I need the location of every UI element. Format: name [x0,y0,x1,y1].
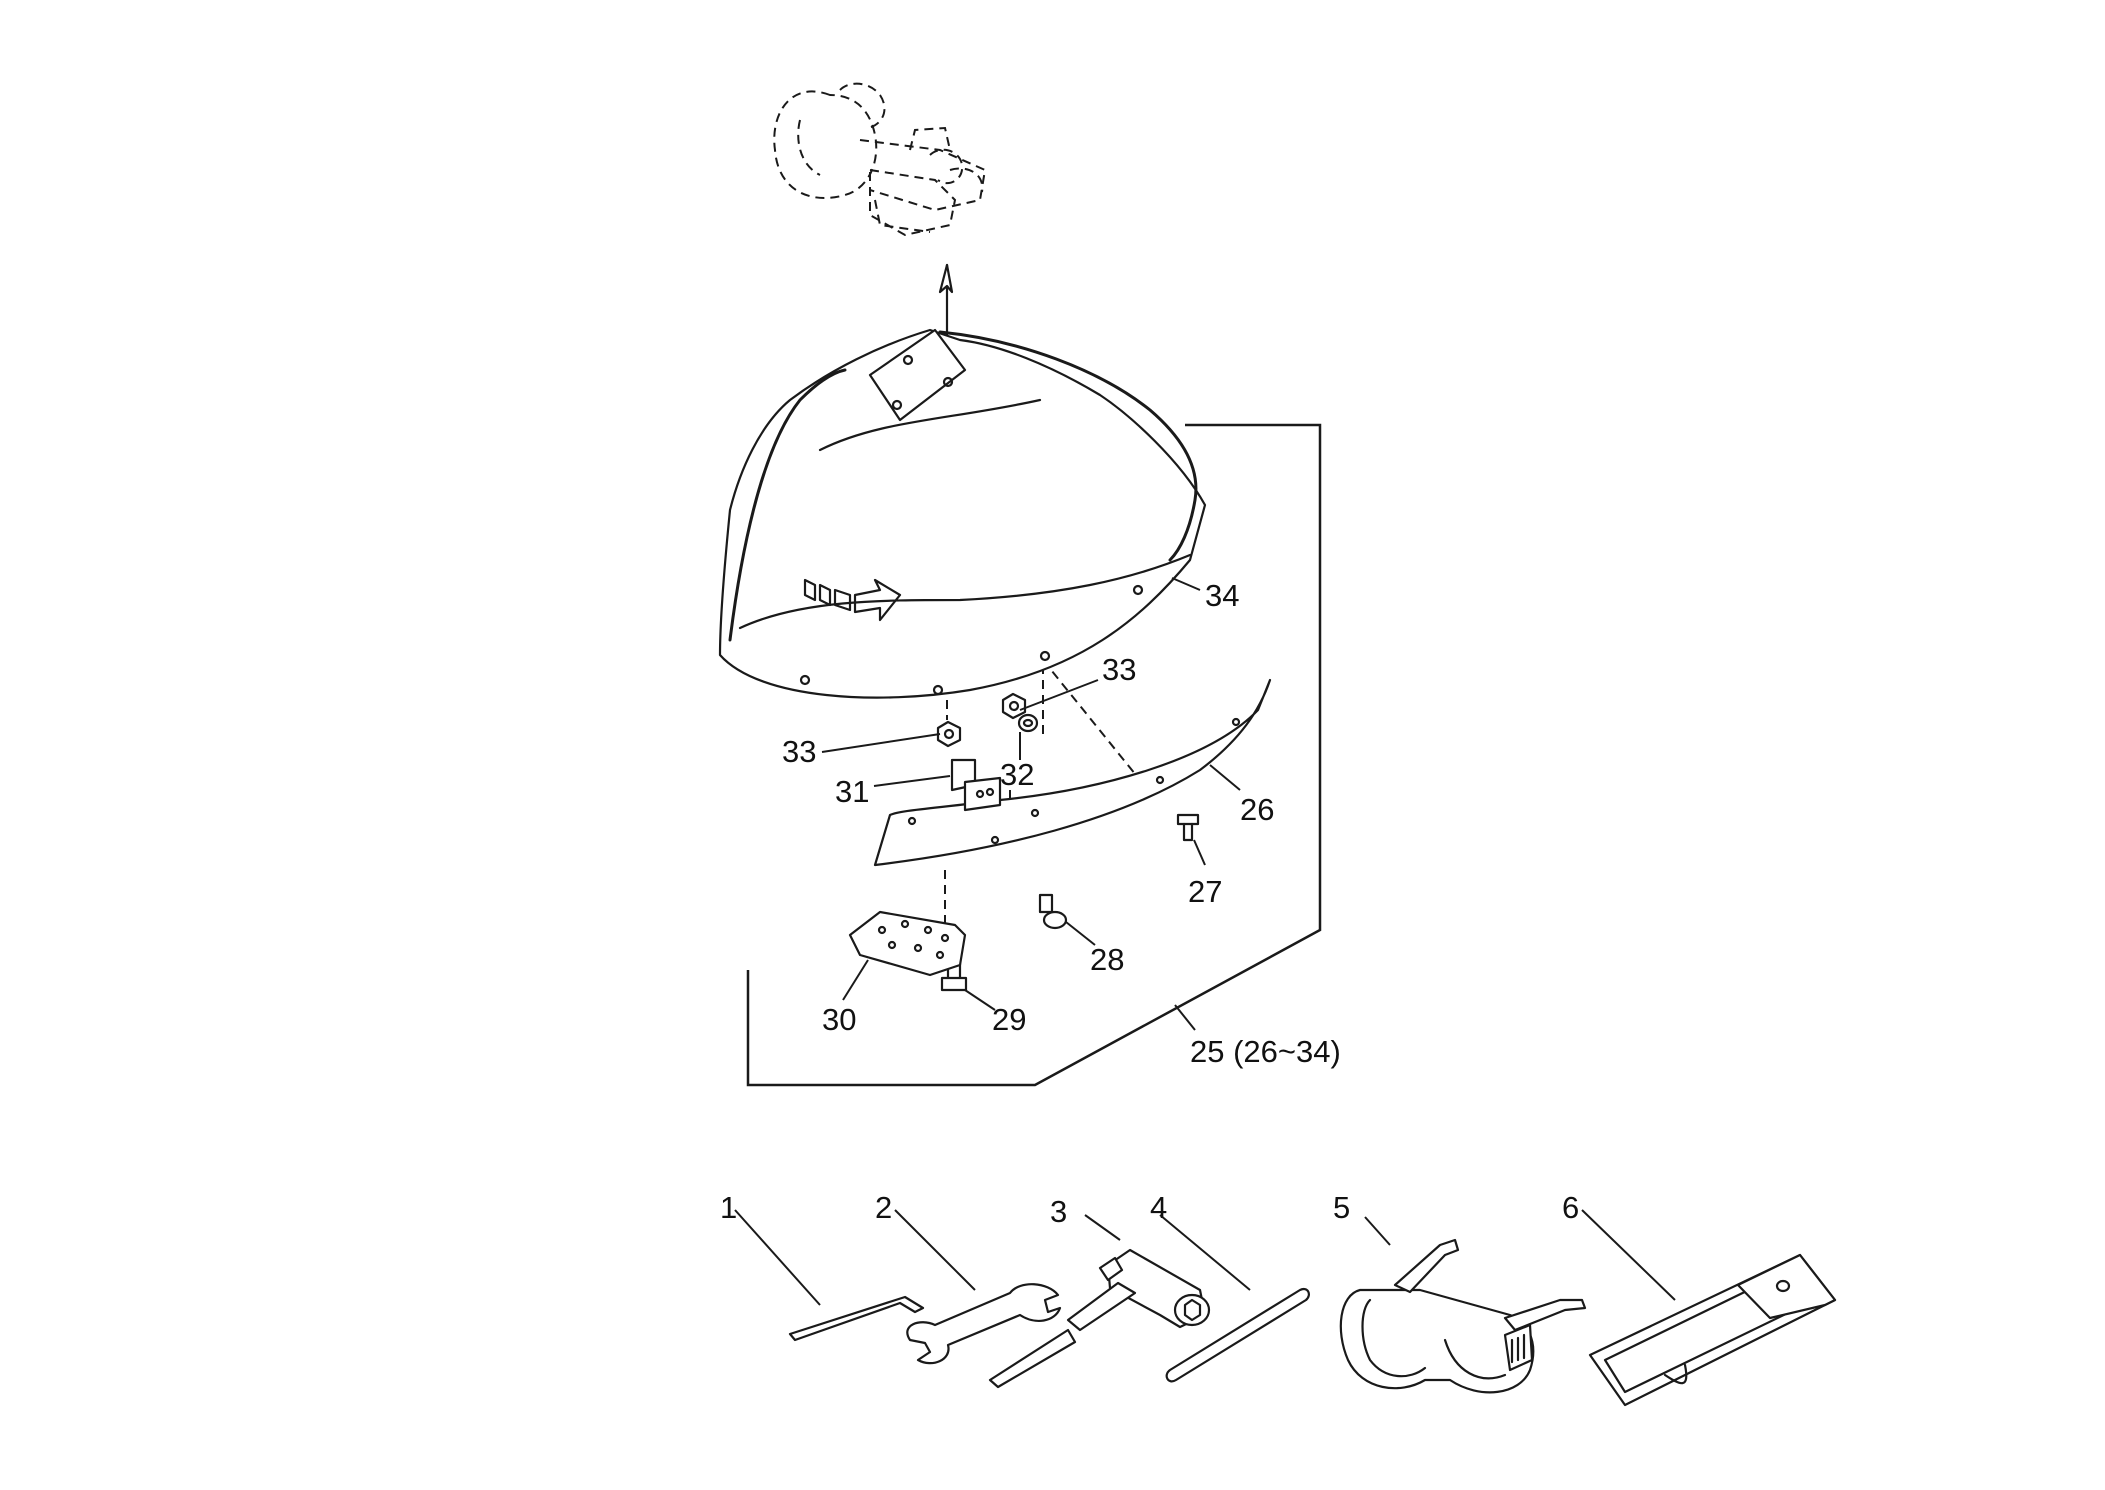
cutter-guard-34 [718,328,1207,699]
callout-25: 25 (26~34) [1190,1034,1341,1069]
tool-pouch-6 [1588,1253,1837,1407]
callout-31: 31 [835,774,869,809]
plate-30 [848,910,967,977]
hardware-parts [848,692,1200,992]
callout-32: 32 [1000,757,1034,792]
bolt-28 [1038,893,1068,930]
callout-1: 1 [720,1190,737,1225]
callout-30: 30 [822,1002,856,1037]
callout-4: 4 [1150,1190,1167,1225]
callout-2: 2 [875,1190,892,1225]
arrow-logo [803,578,902,622]
tool-bar-4 [1165,1287,1310,1383]
callout-28: 28 [1090,942,1124,977]
callout-5: 5 [1333,1190,1350,1225]
blade-strip-26 [873,678,1272,867]
bolt-27 [1176,813,1200,842]
tool-wrench-2 [906,1283,1062,1365]
callout-labels: 34 33 33 32 31 26 27 28 30 29 25 (26~34)… [720,578,1579,1229]
gear-case-drawing [773,82,987,237]
washer-32 [1017,713,1039,733]
callout-33-upper: 33 [1102,652,1136,687]
leader-lines [734,577,1676,1306]
tool-goggles-5 [1339,1238,1587,1394]
nut-33-b [1001,692,1027,720]
nut-33-a [936,720,962,748]
callout-33-lower: 33 [782,734,816,769]
callout-29: 29 [992,1002,1026,1037]
callout-27: 27 [1188,874,1222,909]
callout-3: 3 [1050,1194,1067,1229]
tool-hex-key-1 [788,1295,925,1342]
callout-26: 26 [1240,792,1274,827]
bracket-31 [950,758,1002,812]
callout-6: 6 [1562,1190,1579,1225]
tool-box-wrench-3 [988,1248,1211,1389]
callout-34: 34 [1205,578,1239,613]
